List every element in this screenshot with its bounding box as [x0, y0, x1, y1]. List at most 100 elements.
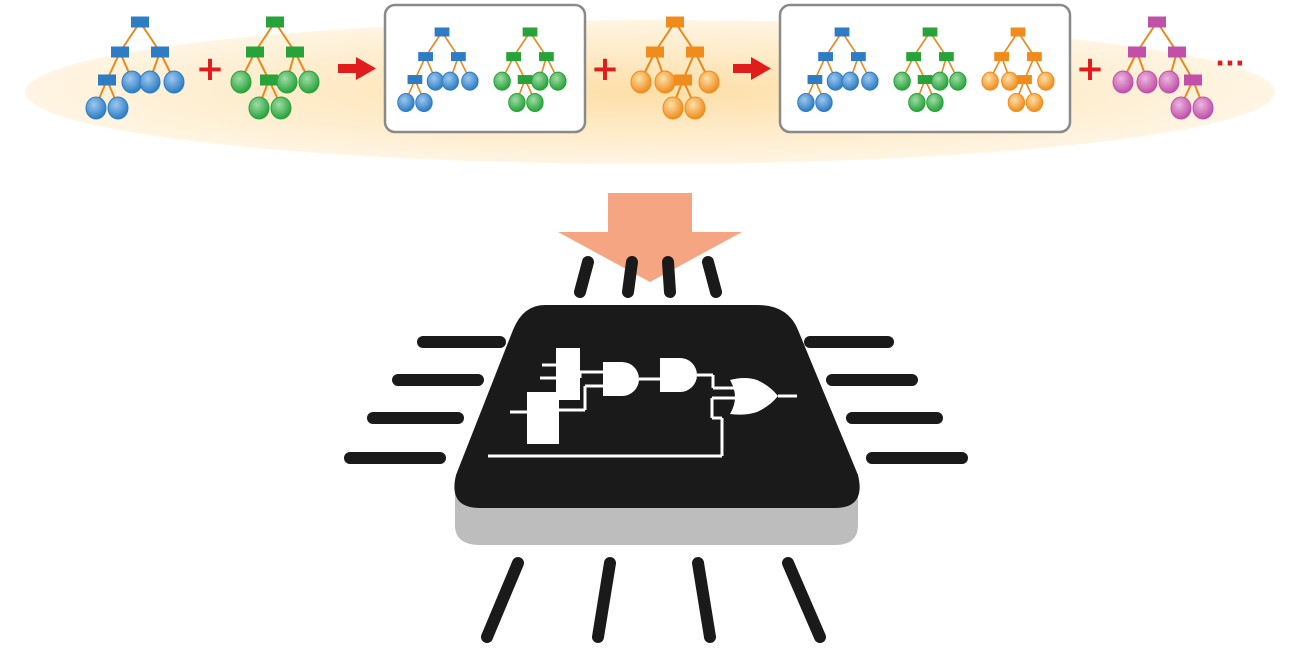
- tree-leaf-node: [662, 96, 684, 120]
- tree-split-node: [922, 27, 938, 37]
- tree-leaf-node: [1037, 71, 1055, 91]
- plus-sign: +: [1076, 49, 1105, 89]
- tree-leaf-node: [549, 71, 567, 91]
- tree-leaf-node: [841, 71, 859, 91]
- tree-split-node: [260, 74, 278, 86]
- tree-leaf-node: [981, 71, 999, 91]
- decision-tree-icon: [893, 27, 967, 113]
- tree-leaf-node: [630, 70, 652, 94]
- tree-split-node: [666, 16, 684, 28]
- tree-split-node: [522, 27, 538, 37]
- tree-leaf-node: [815, 93, 833, 113]
- decision-trees: [85, 16, 1214, 120]
- tree-leaf-node: [654, 70, 676, 94]
- tree-leaf-node: [415, 93, 433, 113]
- tree-split-node: [807, 75, 823, 85]
- tree-leaf-node: [230, 70, 252, 94]
- tree-leaf-node: [526, 93, 544, 113]
- tree-split-node: [151, 46, 169, 58]
- tree-split-node: [917, 75, 933, 85]
- arrow-right-icon: [338, 57, 376, 80]
- chip-pins: [344, 256, 968, 643]
- tree-leaf-node: [1001, 71, 1019, 91]
- tree-leaf-node: [1170, 96, 1192, 120]
- tree-split-node: [506, 52, 521, 62]
- tree-split-node: [1148, 16, 1166, 28]
- decision-tree-icon: [397, 27, 479, 113]
- tree-leaf-node: [298, 70, 320, 94]
- tree-leaf-node: [1192, 96, 1214, 120]
- tree-leaf-node: [493, 71, 511, 91]
- tree-split-node: [646, 46, 664, 58]
- tree-leaf-node: [1007, 93, 1026, 113]
- tree-leaf-node: [107, 96, 129, 120]
- tree-leaf-node: [908, 93, 926, 113]
- tree-leaf-node: [508, 93, 526, 113]
- plus-sign: +: [591, 49, 620, 89]
- tree-leaf-node: [931, 71, 949, 91]
- tree-split-node: [111, 46, 129, 58]
- tree-split-node: [851, 52, 866, 62]
- tree-leaf-node: [270, 96, 292, 120]
- tree-leaf-node: [139, 70, 161, 94]
- tree-split-node: [266, 16, 284, 28]
- tree-leaf-node: [797, 93, 815, 113]
- tree-leaf-node: [461, 71, 479, 91]
- logic-chip-icon: [454, 305, 860, 545]
- tree-leaf-node: [1158, 70, 1180, 94]
- tree-split-node: [246, 46, 264, 58]
- and-gate-icon: [660, 358, 697, 392]
- tree-split-node: [818, 52, 833, 62]
- tree-leaf-node: [163, 70, 185, 94]
- tree-split-node: [1027, 52, 1042, 62]
- tree-leaf-node: [893, 71, 911, 91]
- decision-tree-icon: [493, 27, 567, 113]
- ensemble-band: [25, 20, 1275, 164]
- tree-split-node: [1010, 27, 1026, 37]
- tree-leaf-node: [248, 96, 270, 120]
- tree-split-node: [98, 74, 116, 86]
- tree-split-node: [1017, 75, 1032, 85]
- decision-tree-icon: [1112, 16, 1214, 120]
- or-gate-icon: [730, 378, 778, 415]
- tree-leaf-node: [926, 93, 944, 113]
- tree-split-node: [939, 52, 954, 62]
- tree-split-node: [994, 52, 1009, 62]
- tree-leaf-node: [826, 71, 845, 91]
- tree-leaf-node: [949, 71, 967, 91]
- decision-tree-icon: [981, 27, 1055, 113]
- tree-leaf-node: [397, 93, 415, 113]
- tree-split-node: [1184, 74, 1202, 86]
- tree-leaf-node: [1136, 70, 1158, 94]
- tree-split-node: [539, 52, 554, 62]
- tree-leaf-node: [531, 71, 549, 91]
- tree-leaf-node: [684, 96, 706, 120]
- tree-split-node: [1128, 46, 1146, 58]
- tree-split-node: [418, 52, 433, 62]
- decision-tree-icon: [230, 16, 320, 120]
- decision-tree-icon: [797, 27, 879, 113]
- tree-split-node: [407, 75, 423, 85]
- tree-leaf-node: [426, 71, 445, 91]
- tree-leaf-node: [441, 71, 459, 91]
- tree-split-node: [286, 46, 304, 58]
- tree-leaf-node: [276, 70, 298, 94]
- tree-leaf-node: [1112, 70, 1134, 94]
- plus-sign: +: [196, 49, 225, 89]
- tree-split-node: [434, 27, 450, 37]
- tree-split-node: [834, 27, 850, 37]
- group-box-three-trees: [778, 3, 1072, 134]
- tree-leaf-node: [1025, 93, 1044, 113]
- tree-split-node: [686, 46, 704, 58]
- circuit-diagram: [488, 348, 797, 458]
- tree-split-node: [906, 52, 921, 62]
- arrow-right-icon: [733, 57, 771, 80]
- tree-split-node: [451, 52, 466, 62]
- tree-split-node: [674, 74, 692, 86]
- chip-top: [454, 305, 860, 508]
- tree-leaf-node: [121, 70, 143, 94]
- decision-tree-icon: [85, 16, 185, 120]
- tree-split-node: [517, 75, 533, 85]
- tree-leaf-node: [861, 71, 879, 91]
